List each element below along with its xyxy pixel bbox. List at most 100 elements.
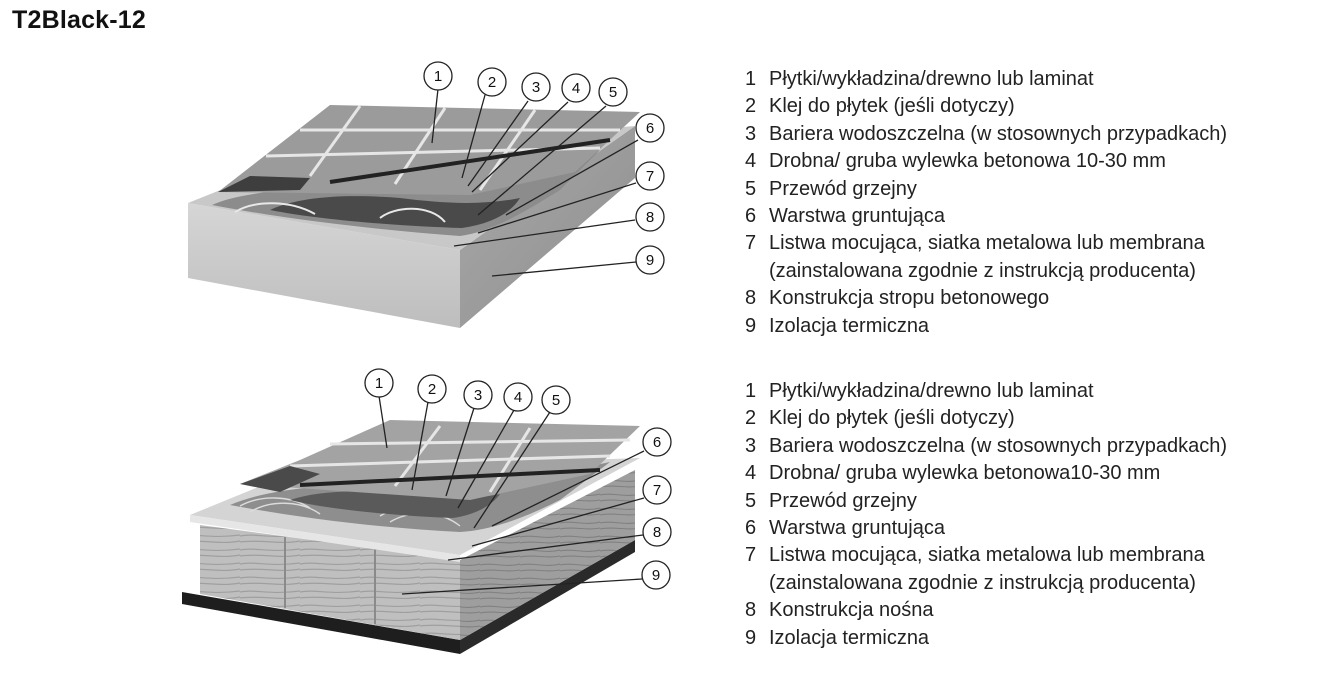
- callout-1-top: 1: [423, 61, 453, 91]
- svg-text:9: 9: [652, 567, 660, 584]
- legend-item-number: 2: [745, 407, 757, 430]
- slab-side-face: [460, 126, 635, 328]
- callout-5-bottom: 5: [541, 385, 571, 415]
- legend-item: 9 Izolacja termiczna: [745, 625, 1227, 652]
- legend-item: 8 Konstrukcja nośna: [745, 597, 1227, 624]
- legend-item-text: Warstwa gruntująca: [769, 515, 945, 542]
- legend-item-number: 6: [745, 205, 757, 228]
- svg-text:5: 5: [609, 84, 617, 101]
- legend-item-text: Przewód grzejny: [769, 488, 917, 515]
- page-title: T2Black-12: [12, 6, 147, 34]
- svg-text:1: 1: [434, 68, 442, 85]
- callout-4-top: 4: [561, 73, 591, 103]
- callout-2-top: 2: [477, 67, 507, 97]
- legend-item-line: Przewód grzejny: [769, 177, 917, 200]
- svg-text:4: 4: [572, 80, 580, 97]
- legend-item-text: Bariera wodoszczelna (w stosownych przyp…: [769, 121, 1227, 148]
- legend-item-text: Klej do płytek (jeśli dotyczy): [769, 405, 1015, 432]
- legend-item-line: Konstrukcja stropu betonowego: [769, 287, 1050, 310]
- legend-item-number: 9: [745, 314, 757, 337]
- legend-item-number: 7: [745, 544, 757, 567]
- legend-item-line: Klej do płytek (jeśli dotyczy): [769, 407, 1015, 430]
- legend-item: 2 Klej do płytek (jeśli dotyczy): [745, 93, 1227, 120]
- tile-surface: [218, 105, 640, 195]
- legend-item-number: 3: [745, 434, 757, 457]
- svg-text:7: 7: [646, 168, 654, 185]
- callout-2-bottom: 2: [417, 374, 447, 404]
- callout-7-bottom: 7: [642, 475, 672, 505]
- callout-9-bottom: 9: [641, 560, 671, 590]
- legend-item-line: Drobna/ gruba wylewka betonowa 10-30 mm: [769, 150, 1166, 173]
- legend-item: 4 Drobna/ gruba wylewka betonowa 10-30 mm: [745, 148, 1227, 175]
- svg-text:7: 7: [653, 482, 661, 499]
- legend-item-number: 7: [745, 232, 757, 255]
- legend-item: 7 Listwa mocująca, siatka metalowa lub me…: [745, 542, 1227, 597]
- timber-front-face: [200, 525, 460, 640]
- legend-item-text: Bariera wodoszczelna (w stosownych przyp…: [769, 433, 1227, 460]
- legend-item-line: Klej do płytek (jeśli dotyczy): [769, 95, 1015, 118]
- legend-item-line: Bariera wodoszczelna (w stosownych przyp…: [769, 434, 1227, 457]
- tile-edge-left: [218, 176, 310, 192]
- callout-7-top: 7: [635, 161, 665, 191]
- callout-1-bottom: 1: [364, 368, 394, 398]
- legend-item: 6 Warstwa gruntująca: [745, 203, 1227, 230]
- svg-text:3: 3: [532, 79, 540, 96]
- legend-item-line: Warstwa gruntująca: [769, 517, 945, 540]
- legend-item-number: 8: [745, 599, 757, 622]
- legend-item-line: Listwa mocująca, siatka metalowa lub mem…: [769, 232, 1205, 255]
- legend-item-line: Drobna/ gruba wylewka betonowa10-30 mm: [769, 462, 1161, 485]
- legend-item-line: Przewód grzejny: [769, 489, 917, 512]
- legend-concrete: 1 Płytki/wykładzina/drewno lub laminat 2 Kl…: [745, 66, 1227, 340]
- slab-front-face: [188, 203, 460, 328]
- legend-item-text: Izolacja termiczna: [769, 625, 929, 652]
- svg-text:3: 3: [474, 387, 482, 404]
- legend-item-number: 4: [745, 150, 757, 173]
- legend-item-line: Warstwa gruntująca: [769, 205, 945, 228]
- legend-item: 9 Izolacja termiczna: [745, 313, 1227, 340]
- legend-item-number: 3: [745, 122, 757, 145]
- floor-section-timber-diagram: 1 2 3 4 5 6 7 8 9: [182, 368, 672, 654]
- svg-text:2: 2: [488, 74, 496, 91]
- legend-item-line: Płytki/wykładzina/drewno lub laminat: [769, 68, 1094, 90]
- svg-text:6: 6: [653, 434, 661, 451]
- legend-item-text: Klej do płytek (jeśli dotyczy): [769, 93, 1015, 120]
- callout-8-bottom: 8: [642, 517, 672, 547]
- tile-grid: [289, 425, 631, 493]
- legend-item-line: Listwa mocująca, siatka metalowa lub mem…: [769, 544, 1205, 567]
- svg-text:8: 8: [653, 524, 661, 541]
- base-insulation: [182, 592, 460, 654]
- legend-item-line: (zainstalowana zgodnie z instrukcją prod…: [769, 259, 1196, 282]
- svg-text:1: 1: [375, 375, 383, 392]
- tile-edge-left: [240, 466, 320, 492]
- legend-item-text: Przewód grzejny: [769, 176, 917, 203]
- callout-6-top: 6: [635, 113, 665, 143]
- legend-item-text: Płytki/wykładzina/drewno lub laminat: [769, 66, 1094, 93]
- legend-item-text: Konstrukcja nośna: [769, 597, 934, 624]
- callout-4-bottom: 4: [503, 382, 533, 412]
- callout-3-bottom: 3: [463, 380, 493, 410]
- legend-item-number: 9: [745, 626, 757, 649]
- callout-5-top: 5: [598, 77, 628, 107]
- legend-item: 2 Klej do płytek (jeśli dotyczy): [745, 405, 1227, 432]
- callout-8-top: 8: [635, 202, 665, 232]
- legend-item: 7 Listwa mocująca, siatka metalowa lub me…: [745, 230, 1227, 285]
- screed-dark-pocket: [270, 196, 520, 228]
- legend-item-number: 5: [745, 177, 757, 200]
- leader-lines-top: [431, 88, 639, 277]
- callout-9-top: 9: [635, 245, 665, 275]
- legend-item-text: Izolacja termiczna: [769, 313, 929, 340]
- legend-item-line: Izolacja termiczna: [769, 314, 930, 337]
- legend-item-number: 2: [745, 95, 757, 118]
- heating-cable: [234, 202, 446, 223]
- legend-item-number: 1: [745, 68, 757, 90]
- svg-text:8: 8: [646, 209, 654, 226]
- legend-item-number: 8: [745, 287, 757, 310]
- legend-item-text: Listwa mocująca, siatka metalowa lub mem…: [769, 542, 1205, 597]
- waterproof-barrier-line: [299, 468, 601, 487]
- waterproof-barrier-line: [329, 138, 611, 184]
